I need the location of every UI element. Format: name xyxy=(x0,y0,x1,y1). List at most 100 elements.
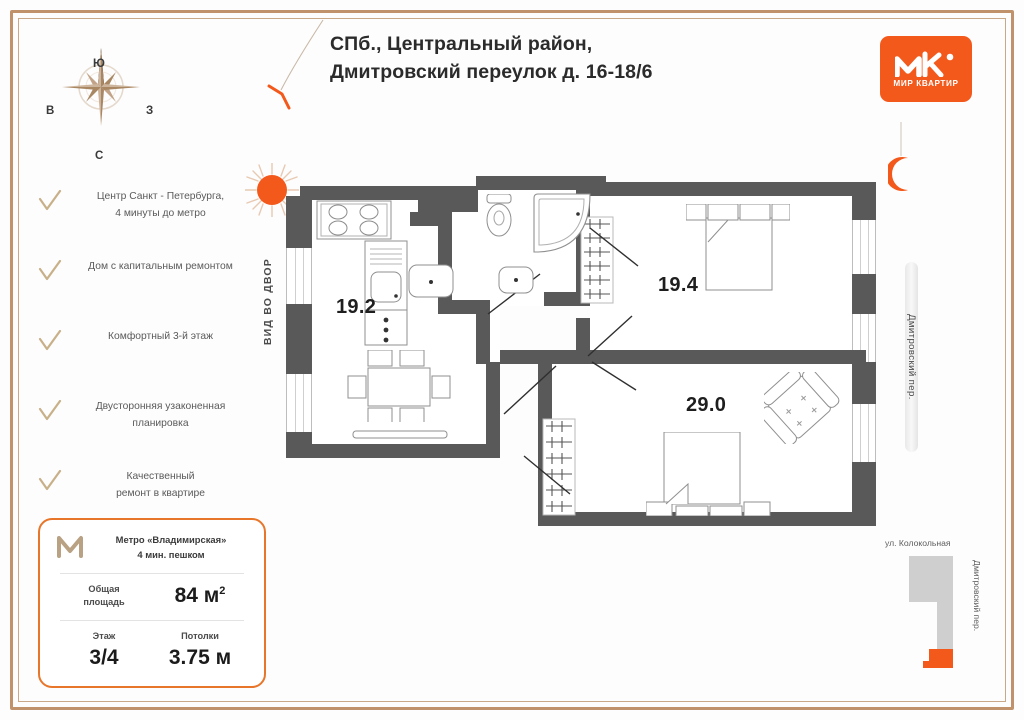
window-right-1 xyxy=(852,220,876,274)
checklist-item-text: Комфортный 3-й этаж xyxy=(78,326,243,345)
radiator-bedroom xyxy=(580,216,614,304)
door-leader-living xyxy=(523,455,571,495)
wall-hall-top xyxy=(500,350,540,364)
sun-core xyxy=(257,175,287,205)
metro-walk-time: 4 мин. пешком xyxy=(137,549,205,560)
total-area-value-wrap: 84 м2 xyxy=(152,584,248,608)
checklist-item-line1: Качественный xyxy=(126,471,195,482)
page-title: СПб., Центральный район, Дмитровский пер… xyxy=(330,30,800,86)
radiator-living xyxy=(542,418,576,516)
feature-checklist: Центр Санкт - Петербурга, 4 минуты до ме… xyxy=(38,186,253,536)
card-divider-2 xyxy=(60,620,244,621)
decorative-frame-inner xyxy=(18,18,1006,702)
location-minimap: ул. Колокольная Дмитровский пер. xyxy=(885,538,1000,673)
wall-kitchen-bottom xyxy=(300,444,500,458)
property-info-card: Метро «Владимирская» 4 мин. пешком Общая… xyxy=(38,518,266,688)
corner-bathtub-icon xyxy=(533,193,591,253)
kitchen-sink-icon xyxy=(408,264,454,298)
console-table-icon xyxy=(352,430,448,439)
wall-bath-top xyxy=(476,176,606,190)
sun-rays-icon xyxy=(244,162,300,218)
checklist-item-line1: Двусторонняя узаконенная xyxy=(95,401,226,412)
sun-decoration xyxy=(244,162,300,218)
washbasin-icon xyxy=(498,266,534,294)
window-right-3 xyxy=(852,404,876,462)
wall-left-a xyxy=(286,196,312,248)
decorative-frame-outer xyxy=(10,10,1014,710)
ceiling-label: Потолки xyxy=(181,631,219,641)
courtyard-view-label: ВИД ВО ДВОР xyxy=(262,258,274,346)
checklist-item: Центр Санкт - Петербурга, 4 минуты до ме… xyxy=(38,186,253,240)
street-strip-bar xyxy=(905,262,918,452)
minimap-building-shape xyxy=(909,556,953,668)
compass-rose: Ю В З С xyxy=(38,28,163,162)
card-divider-1 xyxy=(60,573,244,574)
wall-kitchen-top-thick xyxy=(418,186,478,212)
moon-decoration xyxy=(888,122,908,191)
wall-hall-left-upper xyxy=(476,302,490,364)
window-left-1 xyxy=(286,248,312,304)
wall-bath-left-top xyxy=(410,212,452,226)
room-area-kitchen: 19.2 xyxy=(336,296,377,318)
window-left-2 xyxy=(286,374,312,432)
wall-right-a xyxy=(852,182,876,220)
stove-icon xyxy=(316,200,392,240)
metro-logo-icon xyxy=(57,536,83,558)
room-area-bedroom: 19.4 xyxy=(658,274,699,296)
compass-icon xyxy=(62,48,140,126)
wall-living-top-stub xyxy=(538,350,588,364)
door-leader-hall xyxy=(503,365,557,415)
check-icon xyxy=(38,260,62,281)
checklist-item-line2: планировка xyxy=(132,418,189,429)
ceiling-value: 3.75 м xyxy=(168,646,232,669)
title-line-1: СПб., Центральный район, xyxy=(330,33,593,55)
brand-logo[interactable]: МИР КВАРТИР xyxy=(880,36,972,102)
checklist-item-text: Центр Санкт - Петербурга, 4 минуты до ме… xyxy=(78,186,243,222)
checklist-item-text: Двусторонняя узаконенная планировка xyxy=(78,396,243,432)
total-area-label-line1: Общая xyxy=(88,584,120,594)
dining-table-icon xyxy=(347,350,451,422)
checklist-item-line1: Комфортный 3-й этаж xyxy=(108,331,213,342)
total-area-label: Общая площадь xyxy=(56,583,152,609)
street-label-right: Дмитровский пер. xyxy=(906,314,917,400)
door-leader-living-2 xyxy=(591,361,637,391)
check-icon xyxy=(38,400,62,421)
total-area-label-line2: площадь xyxy=(83,597,125,607)
wall-left-b xyxy=(286,304,312,374)
checklist-item: Двусторонняя узаконенная планировка xyxy=(38,396,253,450)
logo-text: МИР КВАРТИР xyxy=(893,78,959,88)
metro-info: Метро «Владимирская» 4 мин. пешком xyxy=(56,532,248,562)
wall-right-top xyxy=(576,182,866,196)
minimap-street-top: ул. Колокольная xyxy=(885,538,951,548)
compass-label-north: Ю xyxy=(93,58,105,70)
door-leader-bedroom xyxy=(589,227,639,267)
compass-label-east: З xyxy=(146,105,154,117)
floor-plan: 19.2 19.4 29.0 xyxy=(286,176,886,537)
check-icon xyxy=(38,470,62,491)
room-area-living: 29.0 xyxy=(686,394,727,416)
compass-label-south: С xyxy=(95,150,104,162)
floor-value: 3/4 xyxy=(89,646,119,669)
wall-room-divider xyxy=(576,350,866,364)
toilet-icon xyxy=(486,194,512,237)
wall-right-b xyxy=(852,274,876,314)
compass-label-west: В xyxy=(46,105,55,117)
floor-label: Этаж xyxy=(92,631,116,641)
wall-living-bottom xyxy=(538,512,864,526)
check-icon xyxy=(38,190,62,211)
minimap-street-right: Дмитровский пер. xyxy=(972,560,982,632)
floor-ceiling-labels-row: Этаж Потолки xyxy=(56,630,248,643)
floor-ceiling-values-row: 3/4 3.75 м xyxy=(56,646,248,670)
bed-living-icon xyxy=(646,432,771,516)
checklist-item-line1: Центр Санкт - Петербурга, xyxy=(96,191,225,202)
metro-text: Метро «Владимирская» 4 мин. пешком xyxy=(94,532,248,562)
checklist-item: Качественный ремонт в квартире xyxy=(38,466,253,520)
total-area-row: Общая площадь 84 м2 xyxy=(56,583,248,609)
checklist-item-line1: Дом с капитальным ремонтом xyxy=(88,261,233,272)
door-leader-bedroom-2 xyxy=(587,315,633,357)
total-area-unit-sup: 2 xyxy=(219,585,226,597)
pointer-arrow-left xyxy=(267,19,324,110)
checklist-item-line2: 4 минуты до метро xyxy=(115,208,206,219)
armchair-icon xyxy=(764,372,840,444)
